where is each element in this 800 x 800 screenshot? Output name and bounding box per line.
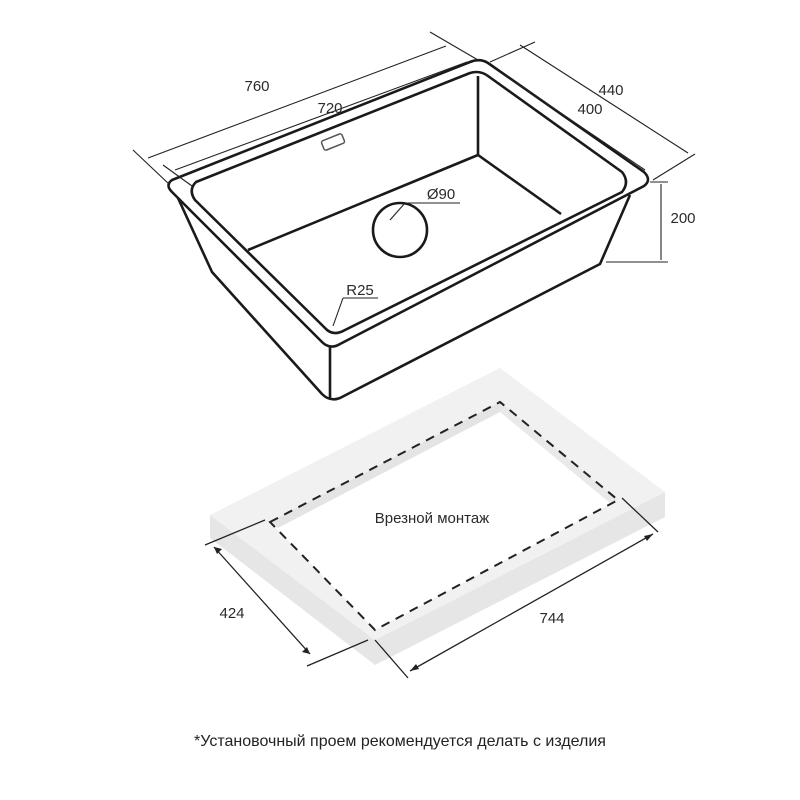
dim-line-744	[409, 533, 654, 672]
overflow-icon	[320, 133, 346, 151]
cutout-outline	[268, 400, 620, 632]
dim-corner-radius: R25	[346, 282, 374, 299]
sink	[167, 58, 650, 401]
dim-720: 720	[317, 100, 342, 117]
dim-760: 760	[244, 78, 269, 95]
dim-200: 200	[670, 210, 695, 227]
dim-744: 744	[539, 610, 564, 627]
cutout-label: Врезной монтаж	[375, 510, 489, 527]
sink-dimensions	[132, 31, 696, 327]
drain-hole	[371, 201, 429, 259]
dim-400: 400	[577, 101, 602, 118]
dim-line-424	[213, 546, 311, 655]
dim-drain-diameter: Ø90	[427, 186, 455, 203]
footnote: *Установочный проем рекомендуется делать…	[194, 733, 606, 750]
dim-424: 424	[219, 605, 244, 622]
dim-440: 440	[598, 82, 623, 99]
countertop	[204, 368, 665, 679]
